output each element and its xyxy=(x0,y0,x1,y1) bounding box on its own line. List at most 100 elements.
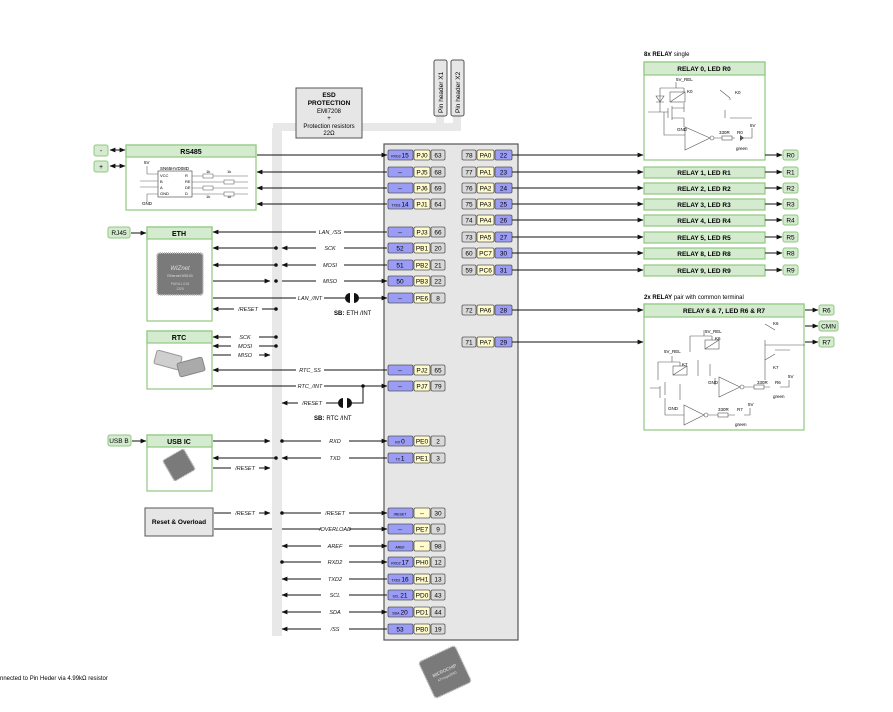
svg-text:1k: 1k xyxy=(227,169,231,174)
mcu-pin-left[interactable]: AREF--98 xyxy=(387,540,446,552)
pin-number: 73 xyxy=(465,235,473,242)
relay-row: RELAY 9, LED R9 xyxy=(643,264,766,277)
relay-output-terminal[interactable]: R2 xyxy=(765,182,799,194)
pin-number: 9 xyxy=(436,527,440,534)
rs485-terminal-plus[interactable]: + xyxy=(93,160,109,173)
usb-title: USB IC xyxy=(167,439,191,446)
relay-pair-terminal[interactable]: CMN xyxy=(805,320,839,332)
svg-text:CMN: CMN xyxy=(821,324,836,331)
relay-row: RELAY 4, LED R4 xyxy=(643,214,766,227)
svg-text:green: green xyxy=(735,422,747,427)
signal-label: RTC_/INT xyxy=(298,384,323,390)
pin-port: PD0 xyxy=(416,593,429,600)
svg-text:Pin header X1: Pin header X1 xyxy=(438,71,445,113)
pin-number: 20 xyxy=(434,246,442,253)
pin-fn: 23 xyxy=(500,170,508,177)
rj45-connector[interactable]: RJ45 xyxy=(107,226,131,239)
pin-port: PJ2 xyxy=(416,368,428,375)
relay-output-terminal[interactable]: R9 xyxy=(765,264,799,276)
svg-text:R6: R6 xyxy=(775,380,781,385)
relay-pair-title: RELAY 6 & 7, LED R6 & R7 xyxy=(683,308,765,315)
pin-fn: -- xyxy=(398,170,402,177)
svg-text:1k: 1k xyxy=(206,194,210,199)
relay-row: RELAY 3, LED R3 xyxy=(643,198,766,211)
pin-fn: 29 xyxy=(500,340,508,347)
svg-text:Pin header X2: Pin header X2 xyxy=(455,71,462,113)
pin-number: 30 xyxy=(434,511,442,518)
relay-output-terminal[interactable]: R1 xyxy=(765,166,799,178)
reset-title: Reset & Overload xyxy=(152,519,206,526)
junction-dot xyxy=(274,344,278,348)
svg-text:K0: K0 xyxy=(735,90,741,95)
pin-fn: -- xyxy=(398,384,402,391)
pin-number: 75 xyxy=(465,202,473,209)
svg-text:R9: R9 xyxy=(786,268,795,275)
pin-fn: -- xyxy=(398,230,402,237)
relay-output-terminal[interactable]: R8 xyxy=(765,247,799,259)
svg-text:R0: R0 xyxy=(786,153,795,160)
solder-bridge-rtc-int[interactable]: SB:RTC /INT xyxy=(314,398,352,422)
pin-number: 21 xyxy=(434,263,442,270)
signal-label: MISO xyxy=(238,353,253,359)
esd-ohms: 22Ω xyxy=(323,131,335,137)
pin-fn: 27 xyxy=(500,235,508,242)
relay-row: RELAY 2, LED R2 xyxy=(643,182,766,195)
svg-text:K6: K6 xyxy=(715,336,721,341)
relay-output-terminal[interactable]: R5 xyxy=(765,231,799,243)
reset-overload-block: Reset & Overload xyxy=(144,507,214,537)
pin-header-x2[interactable]: Pin header X2 xyxy=(450,59,465,117)
pin-number: 63 xyxy=(434,153,442,160)
relay-output-terminal[interactable]: R4 xyxy=(765,214,799,226)
relay-output-terminal[interactable]: R0 xyxy=(765,149,799,161)
rs485-terminal-minus[interactable]: - xyxy=(93,144,109,157)
svg-text:5V_REL: 5V_REL xyxy=(664,349,681,354)
svg-text:R4: R4 xyxy=(786,218,795,225)
mcu-pin-left[interactable]: /RESET--30 xyxy=(387,507,446,519)
solder-bridge-eth-int[interactable]: SB:ETH /INT xyxy=(334,293,372,317)
relay-pair-block: RELAY 6 & 7, LED R6 & R7 5V_REL K6 5V_RE… xyxy=(643,303,805,431)
pin-fn: 25 xyxy=(500,202,508,209)
usb-b-connector[interactable]: USB B xyxy=(107,434,132,447)
relay-pair-terminal[interactable]: R7 xyxy=(805,336,835,348)
usb-chip-image xyxy=(162,448,196,482)
svg-text:A: A xyxy=(160,185,163,190)
relay-single-heading: 8x RELAY single xyxy=(644,52,690,58)
pin-fn: RXD217 xyxy=(391,560,409,567)
relay-0-block: RELAY 0, LED R0 5V_REL K0 K0 GND 330R R0… xyxy=(643,61,766,161)
svg-text:Ethernet W5100: Ethernet W5100 xyxy=(167,274,192,278)
svg-text:R5: R5 xyxy=(786,235,795,242)
relay-row-label: RELAY 1, LED R1 xyxy=(677,170,731,177)
relay-pair-terminal[interactable]: R6 xyxy=(805,304,835,316)
pin-header-x1[interactable]: Pin header X1 xyxy=(433,59,448,117)
relay-output-terminal[interactable]: R3 xyxy=(765,198,799,210)
